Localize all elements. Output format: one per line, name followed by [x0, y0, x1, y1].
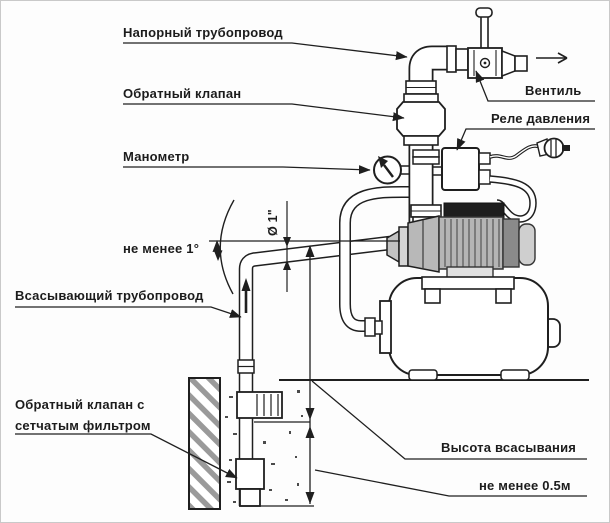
slope-angle-dimension: [209, 199, 400, 295]
foot-check-valve: [235, 458, 314, 507]
flow-up-arrow-icon: [241, 278, 251, 313]
label-pressure-pipe: Напорный трубопровод: [123, 25, 283, 40]
tank-hose: [339, 185, 410, 332]
tank-bracket: [421, 276, 515, 290]
power-cable: [489, 144, 541, 160]
label-foot-valve: Обратный клапан с сетчатым фильтром: [15, 397, 151, 433]
inline-check-valve: [396, 93, 446, 146]
leader-suction-height: [311, 380, 587, 460]
motor-end-cap: [518, 223, 536, 266]
label-suction-height: Высота всасывания: [441, 440, 577, 455]
outlet-valve: [467, 7, 528, 79]
pressure-switch: [432, 147, 491, 191]
label-suction-pipe: Всасывающий трубопровод: [15, 288, 204, 303]
label-check-valve: Обратный клапан: [123, 86, 242, 101]
label-gauge: Манометр: [123, 149, 190, 164]
leader-pressure-switch: [456, 128, 595, 151]
pressure-gauge: [373, 155, 410, 185]
well-wall-hatched: [188, 377, 221, 510]
union-coupling: [236, 391, 283, 419]
leader-foot-valve: [15, 433, 238, 479]
label-pressure-switch: Реле давления: [491, 111, 591, 126]
pipe-union: [237, 359, 255, 374]
label-outlet-valve: Вентиль: [525, 83, 582, 98]
label-min-depth: не менее 0.5м: [479, 478, 571, 493]
suction-pipe: [238, 235, 391, 506]
tank-foot: [500, 369, 530, 381]
leader-suction-pipe: [15, 306, 242, 318]
outflow-arrow-icon: [536, 52, 568, 64]
leader-pressure-pipe: [123, 42, 408, 61]
leader-gauge: [123, 165, 371, 175]
pump-inlet-cone: [386, 229, 400, 264]
leader-lines: [15, 42, 595, 497]
label-min-slope: не менее 1°: [123, 241, 200, 256]
leader-check-valve: [123, 103, 405, 122]
tank-inlet-fitting: [364, 317, 383, 337]
pump: [386, 202, 536, 279]
pressure-tank: [364, 276, 561, 381]
leader-min-depth: [314, 469, 587, 497]
suction-height-dimension: [254, 245, 315, 504]
label-pipe-diameter: Ø 1": [266, 209, 280, 236]
power-plug-icon: [536, 137, 570, 159]
tank-foot: [408, 369, 438, 381]
leader-outlet-valve: [475, 70, 595, 102]
motor-end-block: [502, 218, 520, 268]
diameter-dimension: [283, 201, 291, 292]
